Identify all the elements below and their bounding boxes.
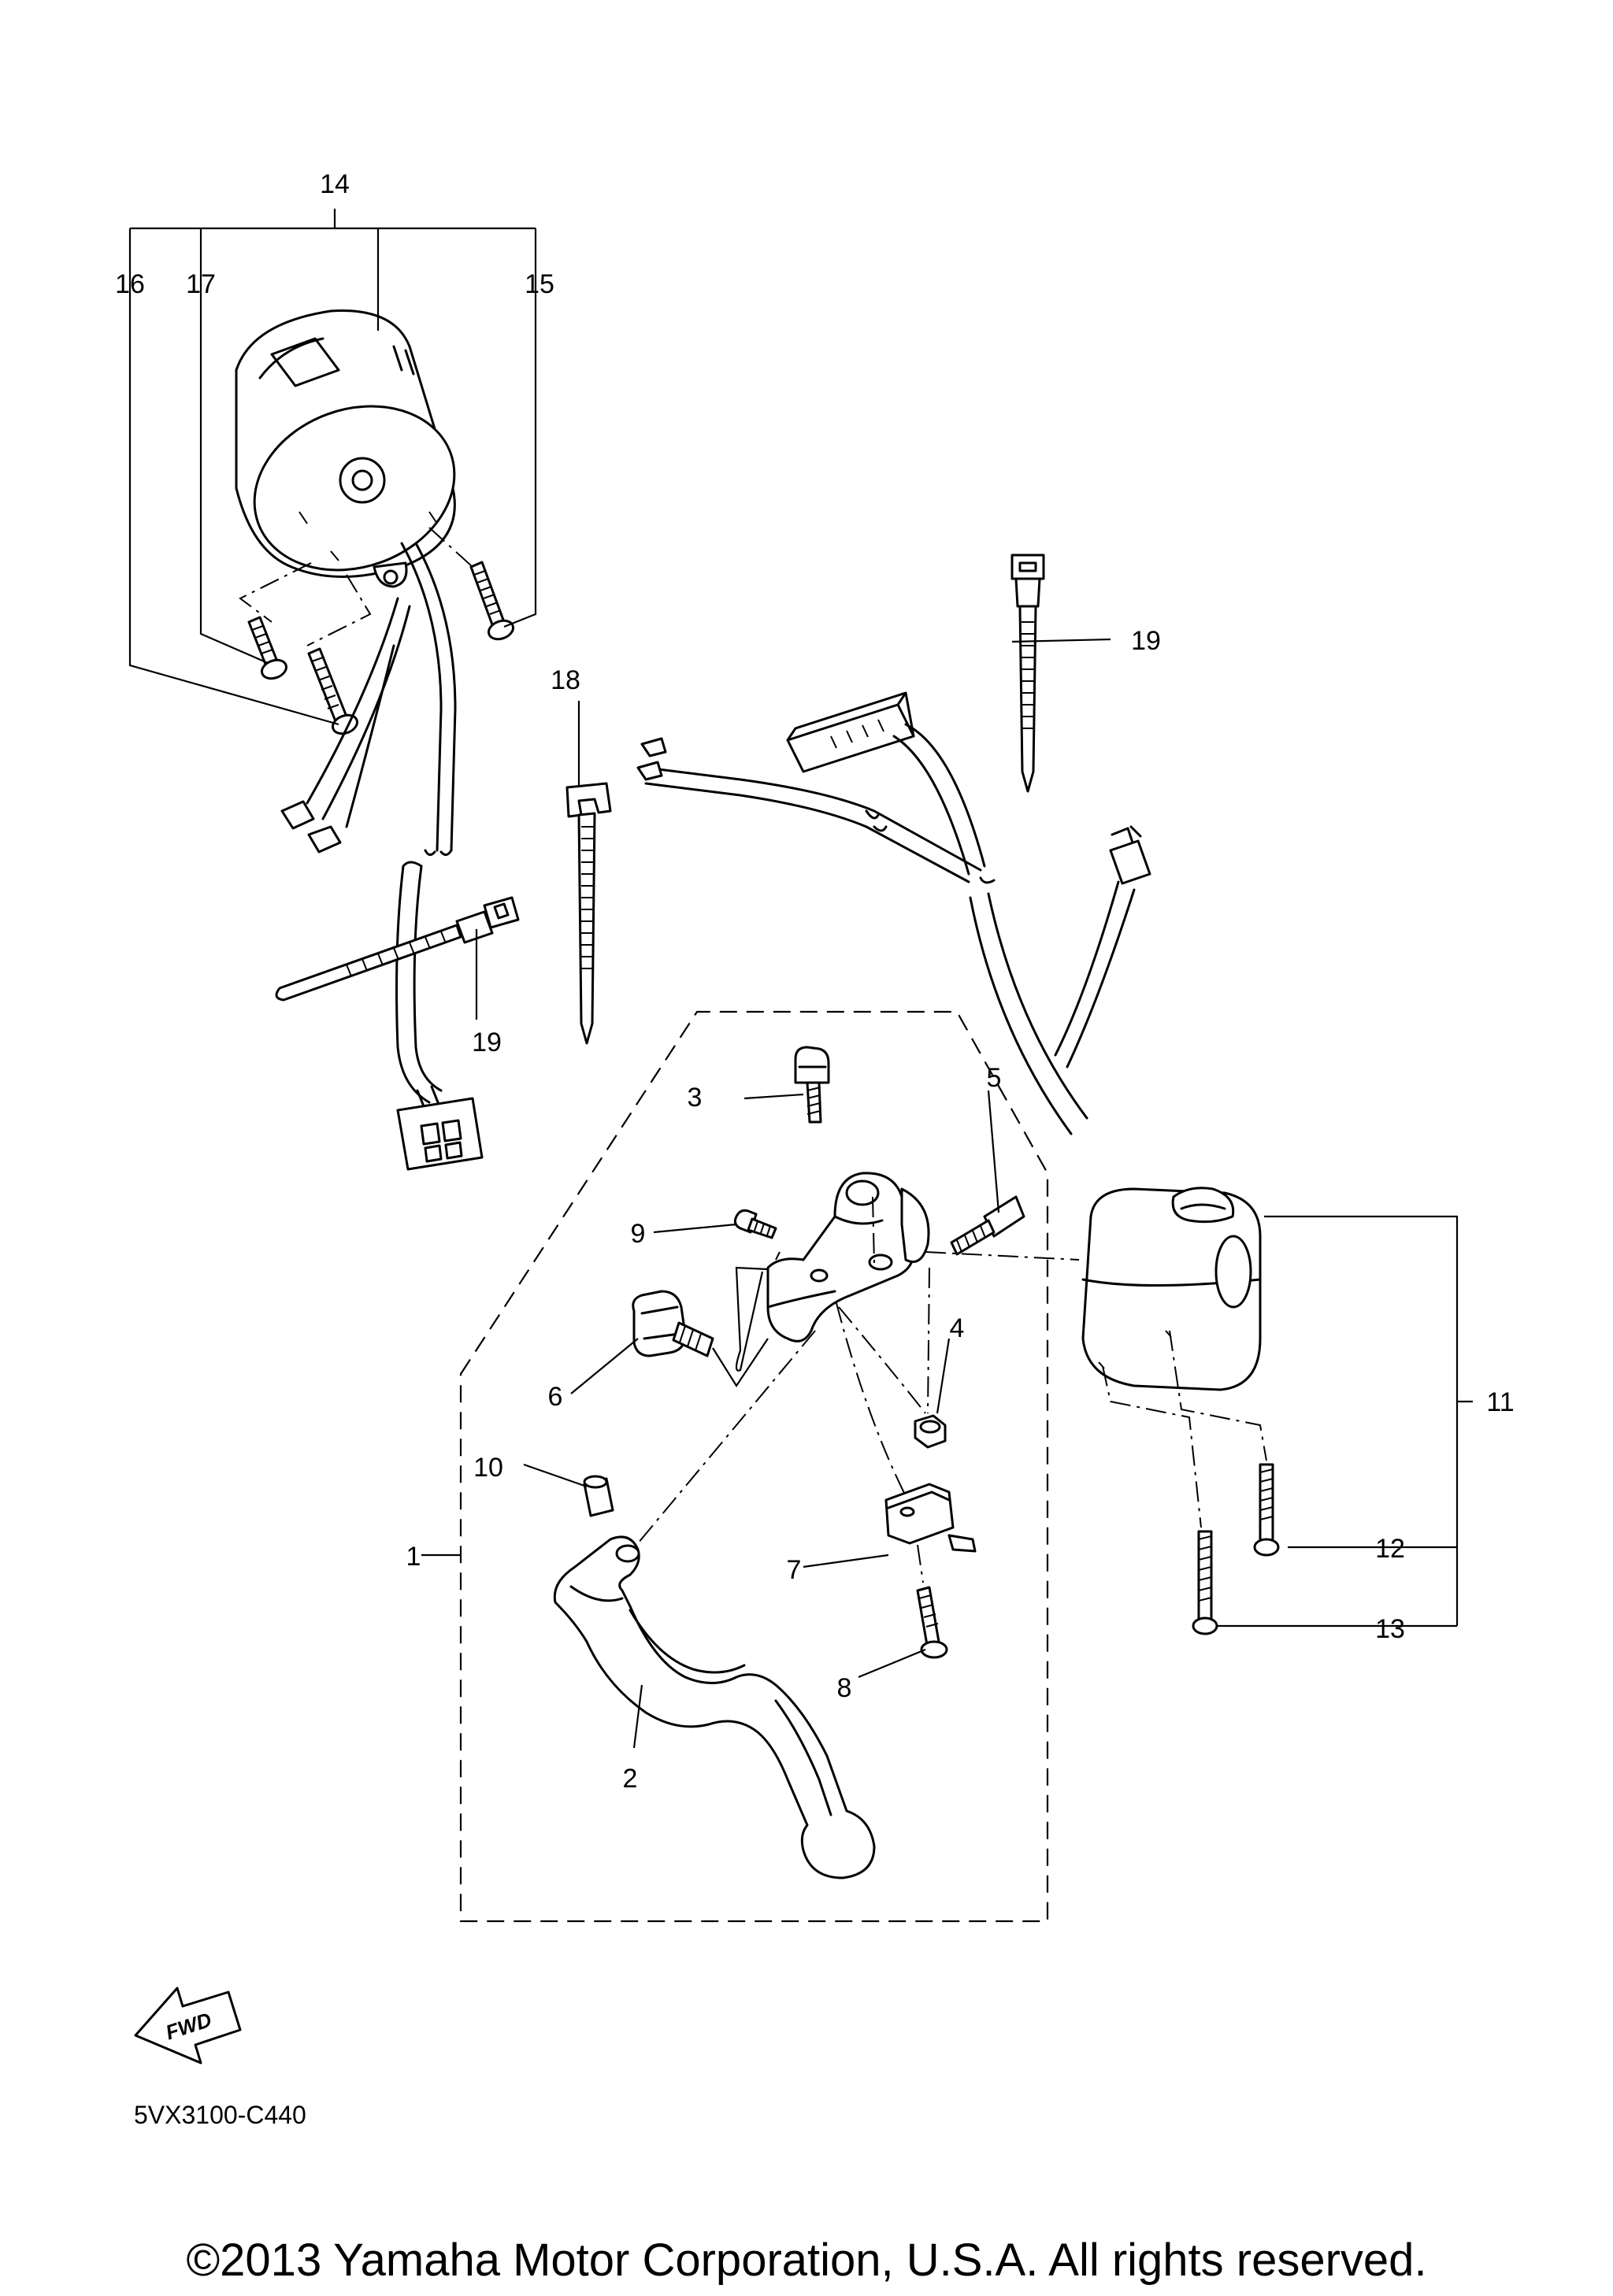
left-switch-wiring	[280, 542, 484, 1171]
callout-16: 16	[115, 269, 145, 299]
callout-12: 12	[1375, 1534, 1405, 1564]
leader-lines	[128, 209, 1473, 1749]
callout-2: 2	[623, 1764, 638, 1794]
spacer-10	[583, 1475, 614, 1517]
callout-6: 6	[548, 1382, 563, 1412]
assembly-boundary	[459, 1010, 1049, 1923]
callout-11: 11	[1486, 1387, 1514, 1417]
clutch-lever-2	[553, 1535, 876, 1879]
bolt-5	[950, 1195, 1025, 1256]
screw-15	[469, 561, 514, 641]
clutch-switch-7	[884, 1483, 977, 1553]
bolt-6	[632, 1290, 714, 1357]
screw-8	[916, 1586, 948, 1659]
callout-19-left: 19	[472, 1028, 502, 1057]
callout-13: 13	[1375, 1614, 1405, 1644]
callout-15: 15	[525, 269, 554, 299]
screw-17	[247, 616, 287, 680]
nut-4	[914, 1414, 947, 1449]
callout-18: 18	[551, 665, 580, 695]
diagram-code: 5VX3100-C440	[134, 2101, 306, 2129]
right-handlebar-switch	[1081, 1187, 1262, 1391]
cable-tie-19-right	[1010, 554, 1045, 793]
callout-19-right: 19	[1131, 626, 1161, 656]
callout-10: 10	[473, 1453, 503, 1483]
callout-3: 3	[688, 1083, 703, 1113]
callout-4: 4	[950, 1313, 965, 1343]
copyright-notice: ©2013 Yamaha Motor Corporation, U.S.A. A…	[186, 2235, 1426, 2286]
left-handlebar-switch	[235, 309, 456, 588]
screw-13	[1192, 1530, 1218, 1635]
callout-1: 1	[406, 1542, 421, 1572]
cable-tie-19-left	[275, 896, 520, 1002]
cable-tie-18	[565, 782, 612, 1045]
screw-9	[733, 1209, 777, 1239]
callout-14: 14	[320, 169, 350, 199]
callout-17: 17	[186, 269, 216, 299]
screw-12	[1253, 1463, 1280, 1557]
fwd-arrow-icon: FWD	[134, 1987, 242, 2065]
callout-5: 5	[987, 1063, 1002, 1093]
callout-7: 7	[787, 1555, 802, 1585]
right-switch-wiring	[636, 691, 1151, 1135]
lever-bracket	[766, 1172, 930, 1342]
callout-8: 8	[837, 1673, 852, 1703]
bolt-3	[794, 1046, 830, 1124]
callout-9: 9	[631, 1219, 646, 1249]
